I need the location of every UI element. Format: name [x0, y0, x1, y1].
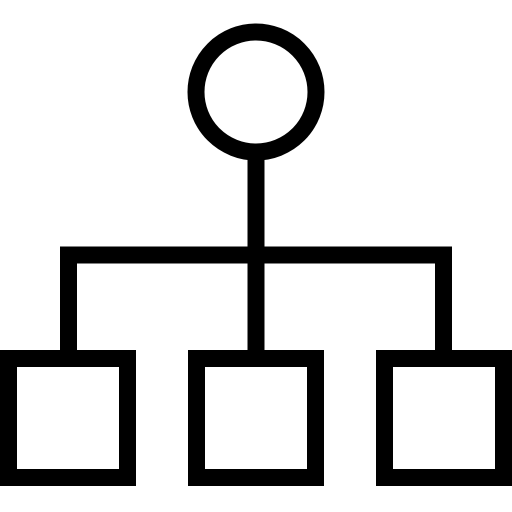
- child-node-left-square: [0, 350, 136, 486]
- child-node-center-square: [188, 350, 324, 486]
- root-node-circle: [187, 23, 325, 161]
- child-node-right-square: [376, 350, 512, 486]
